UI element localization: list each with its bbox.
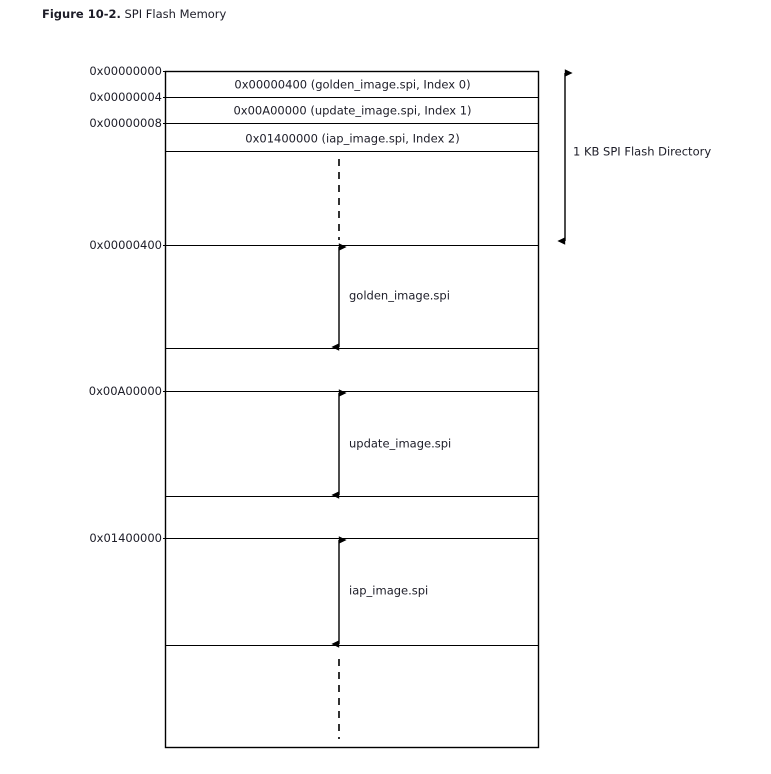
figure-caption-text: SPI Flash Memory	[120, 7, 227, 21]
address-label-0x00000004: 0x00000004	[89, 90, 162, 104]
directory-size-label: 1 KB SPI Flash Directory	[573, 144, 712, 159]
address-label-0x00A00000: 0x00A00000	[88, 384, 162, 398]
memory-region-separators	[165, 96, 539, 647]
figure-caption-label: Figure 10-2.	[42, 7, 121, 21]
region-label-iap-image: iap_image.spi	[349, 583, 429, 598]
address-label-0x00000008: 0x00000008	[89, 116, 162, 130]
region-label-golden-image: golden_image.spi	[349, 288, 450, 303]
directory-entry-index-1: 0x00A00000 (update_image.spi, Index 1)	[233, 103, 472, 118]
address-label-0x00000000: 0x00000000	[89, 64, 162, 78]
address-label-0x00000400: 0x00000400	[89, 238, 162, 252]
directory-entry-index-2: 0x01400000 (iap_image.spi, Index 2)	[245, 131, 460, 146]
region-label-update-image: update_image.spi	[349, 436, 452, 451]
address-tick-marks	[163, 70, 166, 540]
memory-map-outline	[164, 70, 540, 749]
address-label-0x01400000: 0x01400000	[89, 531, 162, 545]
directory-entry-index-0: 0x00000400 (golden_image.spi, Index 0)	[234, 77, 471, 92]
figure-caption: Figure 10-2. SPI Flash Memory	[42, 7, 226, 21]
